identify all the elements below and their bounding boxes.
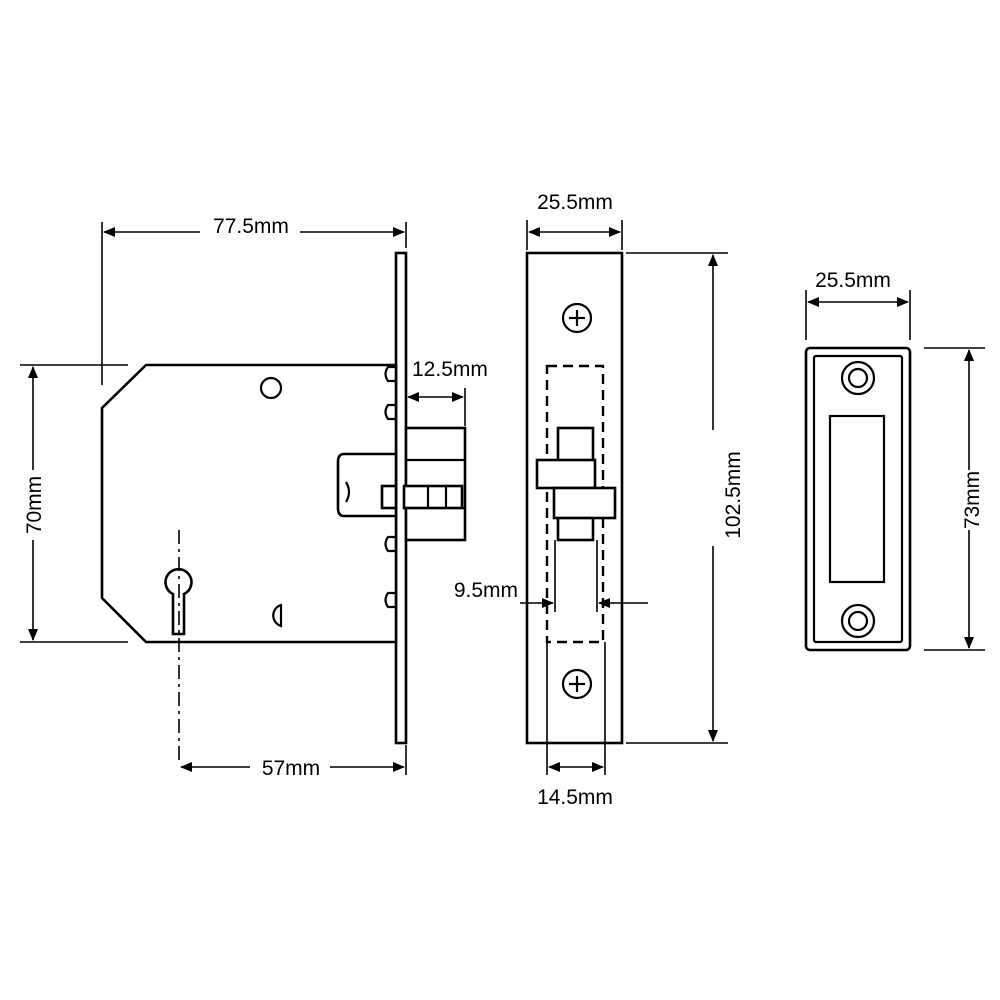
label-case-height: 70mm [23,476,46,534]
bolt-projecting [404,426,467,542]
forend-bolt-face [535,426,617,542]
dim-case-height: 70mm [18,364,128,643]
label-keep-height: 73mm [961,471,984,529]
dim-forend-width: 25.5mm [526,191,623,250]
forend-top-screw [561,302,593,334]
bolt-inner-detail [345,481,351,503]
label-case-width: 77.5mm [213,215,289,238]
keep-plate-inner [812,354,904,644]
label-bolt-width: 9.5mm [454,579,518,602]
keep-bottom-screw-hole [840,603,876,639]
lock-body-side-view [100,251,467,760]
keep-plate [804,346,912,652]
case-screw-hole [259,376,283,400]
label-forend-width: 25.5mm [537,191,613,214]
dim-forend-length: 102.5mm [626,252,745,744]
dim-backset: 57mm [180,745,407,780]
label-case-depth: 14.5mm [537,786,613,809]
keep-top-screw-hole [840,360,876,396]
bolt-inner-tab [380,484,398,510]
dim-keep-height: 73mm [924,347,985,651]
keep-bolt-slot [828,414,886,584]
case-edge-notches [384,365,396,609]
label-forend-length: 102.5mm [722,451,745,539]
dim-case-depth: 14.5mm [537,762,613,809]
dim-bolt-width: 9.5mm [454,579,648,608]
case-d-hole [272,603,283,628]
keyhole [164,567,193,636]
dim-case-width: 77.5mm [101,215,407,385]
label-backset: 57mm [262,757,320,780]
forend-front-view [525,251,624,775]
label-bolt-throw: 12.5mm [412,358,488,381]
dim-keep-width: 25.5mm [805,269,911,340]
dim-bolt-throw: 12.5mm [407,358,488,426]
forend-bottom-screw [561,668,593,700]
label-keep-width: 25.5mm [815,269,891,292]
